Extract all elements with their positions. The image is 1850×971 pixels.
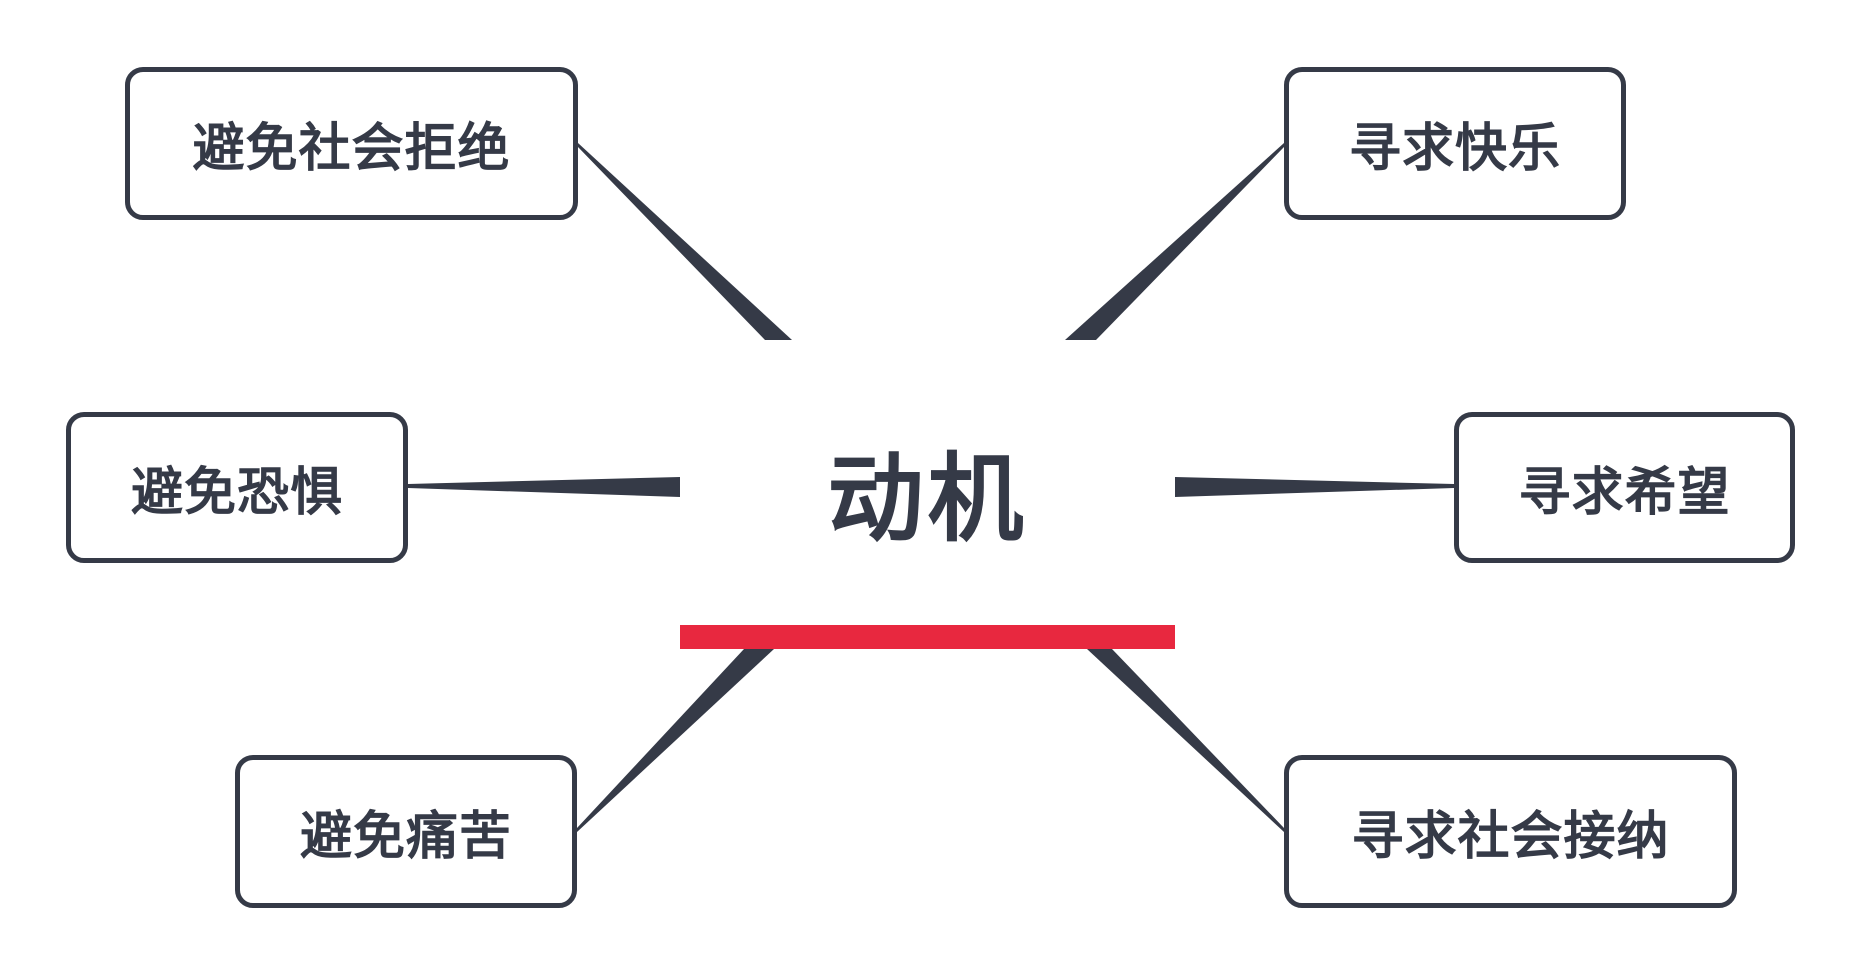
connector-top-left bbox=[578, 143, 792, 340]
node-avoid-social-rejection: 避免社会拒绝 bbox=[125, 67, 578, 220]
node-avoid-pain: 避免痛苦 bbox=[235, 755, 577, 908]
node-seek-social-acceptance: 寻求社会接纳 bbox=[1284, 755, 1737, 908]
connector-top-right bbox=[1065, 143, 1284, 340]
connector-bottom-left bbox=[577, 649, 774, 832]
node-avoid-fear: 避免恐惧 bbox=[66, 412, 408, 563]
node-seek-hope: 寻求希望 bbox=[1454, 412, 1795, 563]
node-seek-pleasure: 寻求快乐 bbox=[1284, 67, 1626, 220]
central-topic: 动机 bbox=[680, 340, 1175, 640]
connector-mid-left bbox=[408, 477, 680, 497]
connector-mid-right bbox=[1175, 477, 1454, 497]
central-topic-underline bbox=[680, 625, 1175, 649]
connector-bottom-right bbox=[1087, 649, 1284, 832]
central-topic-label: 动机 bbox=[827, 442, 1028, 555]
